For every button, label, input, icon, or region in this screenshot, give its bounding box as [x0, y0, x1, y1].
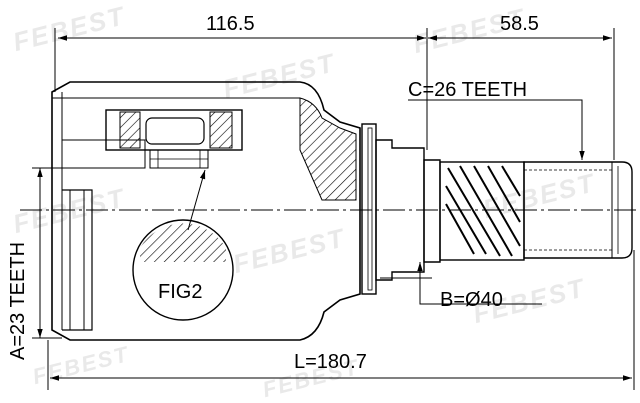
length-label: L=180.7: [294, 351, 367, 373]
flange: [361, 123, 377, 295]
fig2-leader: [187, 169, 206, 231]
outer-teeth-label: C=26 TEETH: [408, 79, 528, 101]
c-leader: [408, 99, 585, 160]
housing-outline: [51, 81, 361, 341]
inner-teeth-label: A=23 TEETH: [7, 241, 29, 360]
dim-top-right-label: 58.5: [500, 13, 539, 35]
b-leader: [417, 262, 542, 305]
inner-bore: [61, 139, 146, 169]
shaft-tip: [523, 161, 633, 259]
tripod-hub: [145, 117, 205, 145]
dim-top-left-label: 116.5: [206, 13, 255, 35]
housing-section-hatch: [299, 97, 357, 201]
tripod-roller: [209, 111, 233, 149]
spline-hatch: [445, 165, 521, 257]
neck: [375, 139, 425, 281]
fig2-label: FIG2: [158, 281, 203, 303]
fig2-section: [140, 223, 226, 262]
diameter-label: B=Ø40: [440, 289, 503, 311]
shaft: [423, 159, 441, 263]
flange: [367, 127, 373, 291]
inner-spline: [62, 189, 93, 331]
tripod-roller: [119, 111, 141, 149]
